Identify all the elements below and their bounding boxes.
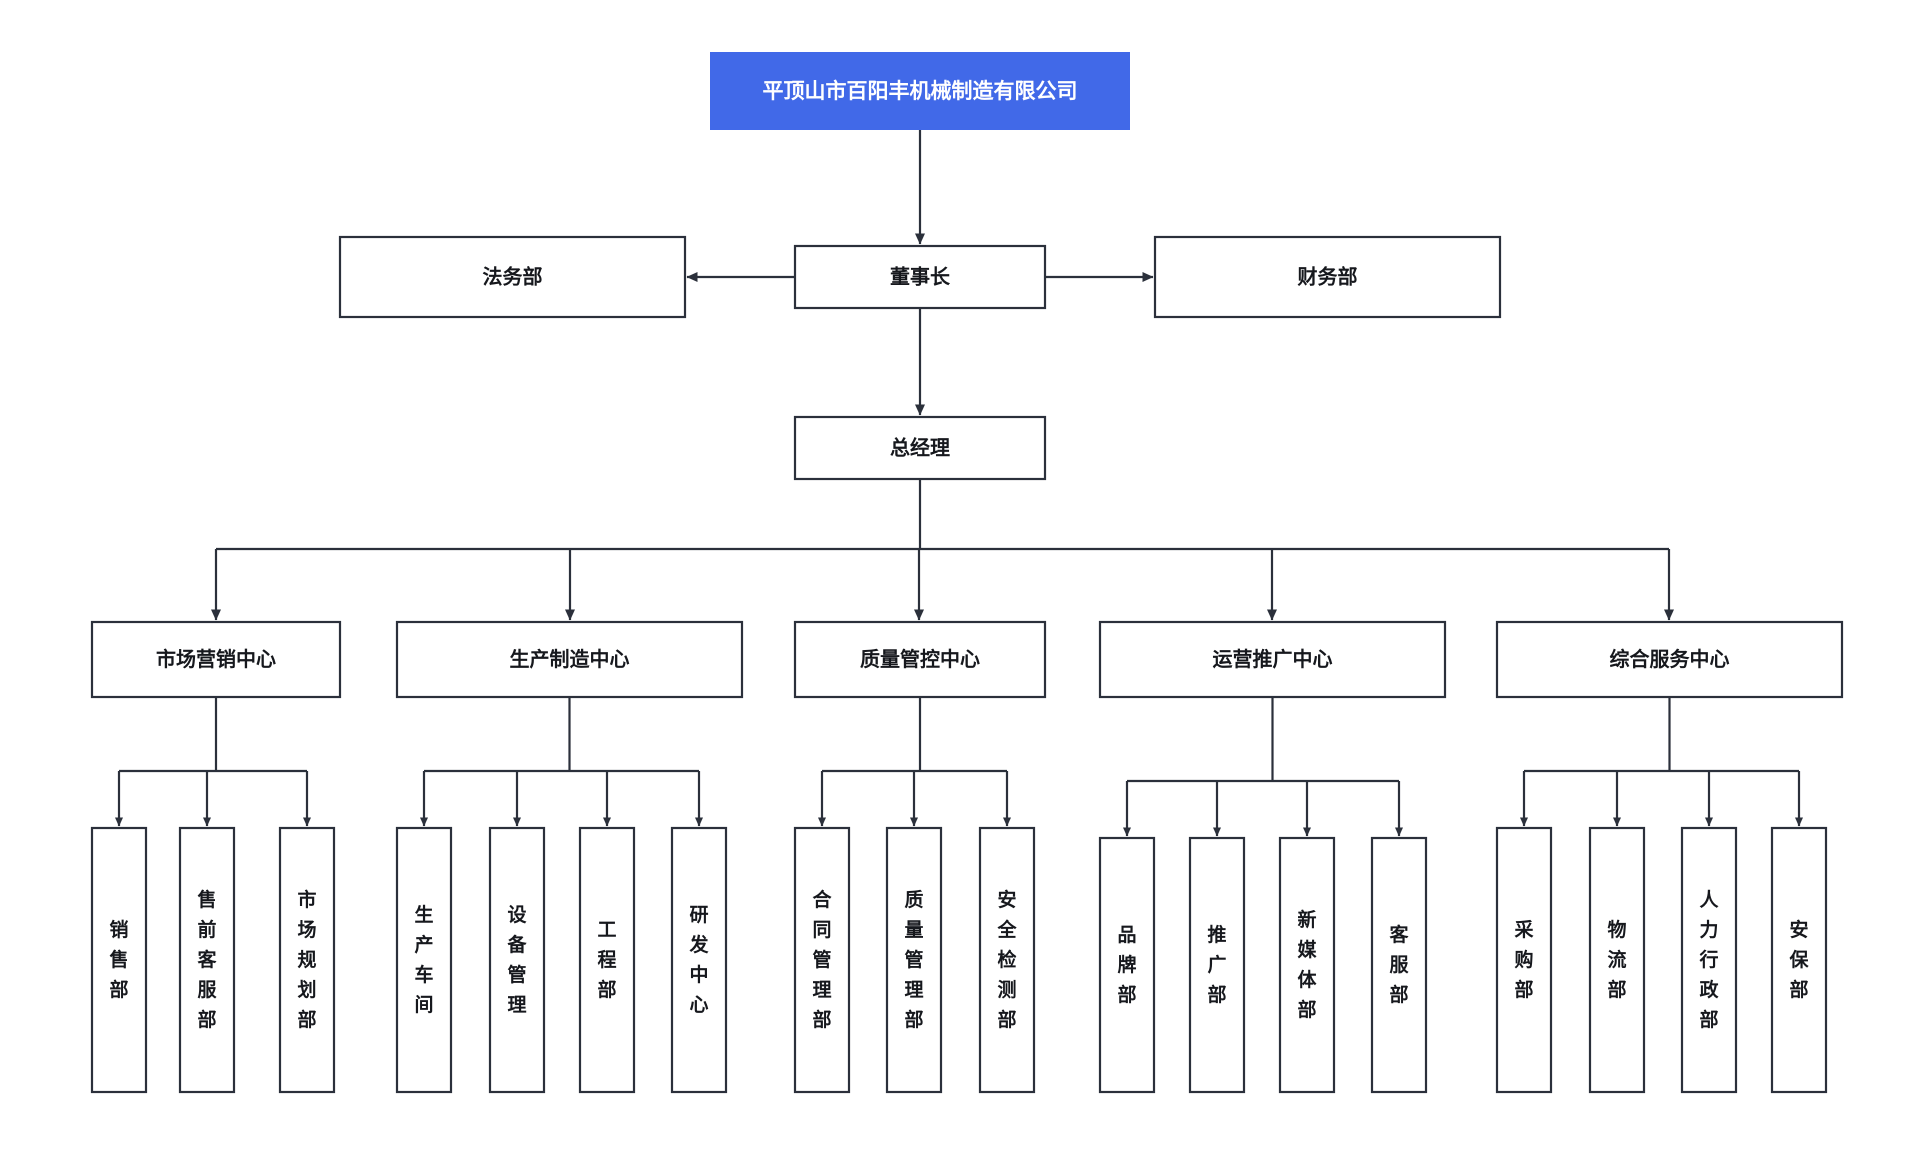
node-boxes: 平顶山市百阳丰机械制造有限公司董事长法务部财务部总经理市场营销中心生产制造中心质…	[90, 52, 1844, 1094]
node-dept-5-2-rect[interactable]	[1588, 826, 1646, 1094]
node-dept-2-2-rect[interactable]	[488, 826, 546, 1094]
node-center-3-rect[interactable]	[793, 620, 1047, 699]
node-dept-1-2[interactable]: 售前客服部	[178, 826, 236, 1094]
node-dept-3-3[interactable]: 安全检测部	[978, 826, 1036, 1094]
node-dept-3-1-label: 合同管理部	[812, 888, 832, 1031]
node-center-4[interactable]: 运营推广中心	[1098, 620, 1447, 699]
node-company-root-label: 平顶山市百阳丰机械制造有限公司	[763, 79, 1078, 103]
node-dept-4-3-rect[interactable]	[1278, 836, 1336, 1094]
node-dept-2-4[interactable]: 研发中心	[670, 826, 728, 1094]
node-dept-2-2-label: 设备管理	[506, 904, 527, 1016]
node-dept-1-1-rect[interactable]	[90, 826, 148, 1094]
node-dept-2-2[interactable]: 设备管理	[488, 826, 546, 1094]
node-dept-1-1-label: 销售部	[108, 918, 128, 1001]
node-dept-3-1[interactable]: 合同管理部	[793, 826, 851, 1094]
node-dept-5-1[interactable]: 采购部	[1495, 826, 1553, 1094]
node-company-root-rect[interactable]	[710, 52, 1130, 130]
node-chairman-rect[interactable]	[793, 244, 1047, 310]
node-dept-5-4-rect[interactable]	[1770, 826, 1828, 1094]
node-finance-dept[interactable]: 财务部	[1153, 235, 1502, 319]
node-legal-dept-rect[interactable]	[338, 235, 687, 319]
node-general-manager-rect[interactable]	[793, 415, 1047, 481]
node-dept-4-4-label: 客服部	[1389, 923, 1409, 1006]
node-dept-4-2[interactable]: 推广部	[1188, 836, 1246, 1094]
node-dept-3-2-label: 质量管理部	[904, 889, 923, 1031]
node-dept-4-2-rect[interactable]	[1188, 836, 1246, 1094]
node-center-3[interactable]: 质量管控中心	[793, 620, 1047, 699]
node-chairman[interactable]: 董事长	[793, 244, 1047, 310]
node-dept-4-1-rect[interactable]	[1098, 836, 1156, 1094]
node-legal-dept[interactable]: 法务部	[338, 235, 687, 319]
node-general-manager[interactable]: 总经理	[793, 415, 1047, 481]
node-dept-2-3-label: 工程部	[597, 919, 616, 1001]
node-dept-4-1[interactable]: 品牌部	[1098, 836, 1156, 1094]
node-finance-dept-rect[interactable]	[1153, 235, 1502, 319]
node-dept-2-3-rect[interactable]	[578, 826, 636, 1094]
node-dept-3-3-rect[interactable]	[978, 826, 1036, 1094]
node-dept-5-2-label: 物流部	[1607, 918, 1626, 1001]
node-dept-2-4-rect[interactable]	[670, 826, 728, 1094]
node-center-1[interactable]: 市场营销中心	[90, 620, 342, 699]
node-center-2[interactable]: 生产制造中心	[395, 620, 744, 699]
node-dept-1-2-label: 售前客服部	[196, 888, 217, 1031]
node-company-root[interactable]: 平顶山市百阳丰机械制造有限公司	[710, 52, 1130, 130]
node-dept-1-3[interactable]: 市场规划部	[278, 826, 336, 1094]
node-chairman-label: 董事长	[890, 265, 951, 289]
node-dept-5-2[interactable]: 物流部	[1588, 826, 1646, 1094]
node-dept-1-1[interactable]: 销售部	[90, 826, 148, 1094]
node-dept-3-1-rect[interactable]	[793, 826, 851, 1094]
node-center-5-label: 综合服务中心	[1610, 647, 1730, 671]
node-dept-4-4-rect[interactable]	[1370, 836, 1428, 1094]
node-center-5[interactable]: 综合服务中心	[1495, 620, 1844, 699]
node-dept-4-2-label: 推广部	[1207, 923, 1226, 1006]
node-center-3-label: 质量管控中心	[860, 647, 980, 671]
node-center-2-label: 生产制造中心	[510, 647, 630, 671]
node-dept-5-1-rect[interactable]	[1495, 826, 1553, 1094]
node-dept-5-4-label: 安保部	[1788, 918, 1809, 1001]
node-legal-dept-label: 法务部	[483, 265, 543, 289]
node-general-manager-label: 总经理	[890, 436, 950, 460]
node-dept-5-4[interactable]: 安保部	[1770, 826, 1828, 1094]
node-center-2-rect[interactable]	[395, 620, 744, 699]
node-dept-5-3-rect[interactable]	[1680, 826, 1738, 1094]
node-center-4-rect[interactable]	[1098, 620, 1447, 699]
node-center-1-label: 市场营销中心	[156, 647, 276, 671]
node-center-5-rect[interactable]	[1495, 620, 1844, 699]
node-dept-2-1-label: 生产车间	[414, 903, 433, 1016]
node-dept-1-3-label: 市场规划部	[297, 888, 316, 1031]
node-dept-2-3[interactable]: 工程部	[578, 826, 636, 1094]
node-dept-1-2-rect[interactable]	[178, 826, 236, 1094]
node-dept-4-3[interactable]: 新媒体部	[1278, 836, 1336, 1094]
node-dept-5-1-label: 采购部	[1514, 919, 1533, 1001]
connector-edges	[115, 130, 1803, 837]
node-dept-5-3-label: 人力行政部	[1698, 889, 1719, 1031]
node-finance-dept-label: 财务部	[1298, 265, 1358, 289]
node-dept-4-4[interactable]: 客服部	[1370, 836, 1428, 1094]
node-dept-2-1[interactable]: 生产车间	[395, 826, 453, 1094]
node-dept-2-4-label: 研发中心	[688, 904, 709, 1016]
node-dept-5-3[interactable]: 人力行政部	[1680, 826, 1738, 1094]
node-dept-3-2[interactable]: 质量管理部	[885, 826, 943, 1094]
node-dept-3-3-label: 安全检测部	[996, 888, 1017, 1031]
node-dept-1-3-rect[interactable]	[278, 826, 336, 1094]
node-center-1-rect[interactable]	[90, 620, 342, 699]
node-center-4-label: 运营推广中心	[1213, 647, 1333, 671]
node-dept-2-1-rect[interactable]	[395, 826, 453, 1094]
node-dept-3-2-rect[interactable]	[885, 826, 943, 1094]
node-dept-4-1-label: 品牌部	[1117, 924, 1136, 1006]
node-dept-4-3-label: 新媒体部	[1297, 908, 1317, 1021]
